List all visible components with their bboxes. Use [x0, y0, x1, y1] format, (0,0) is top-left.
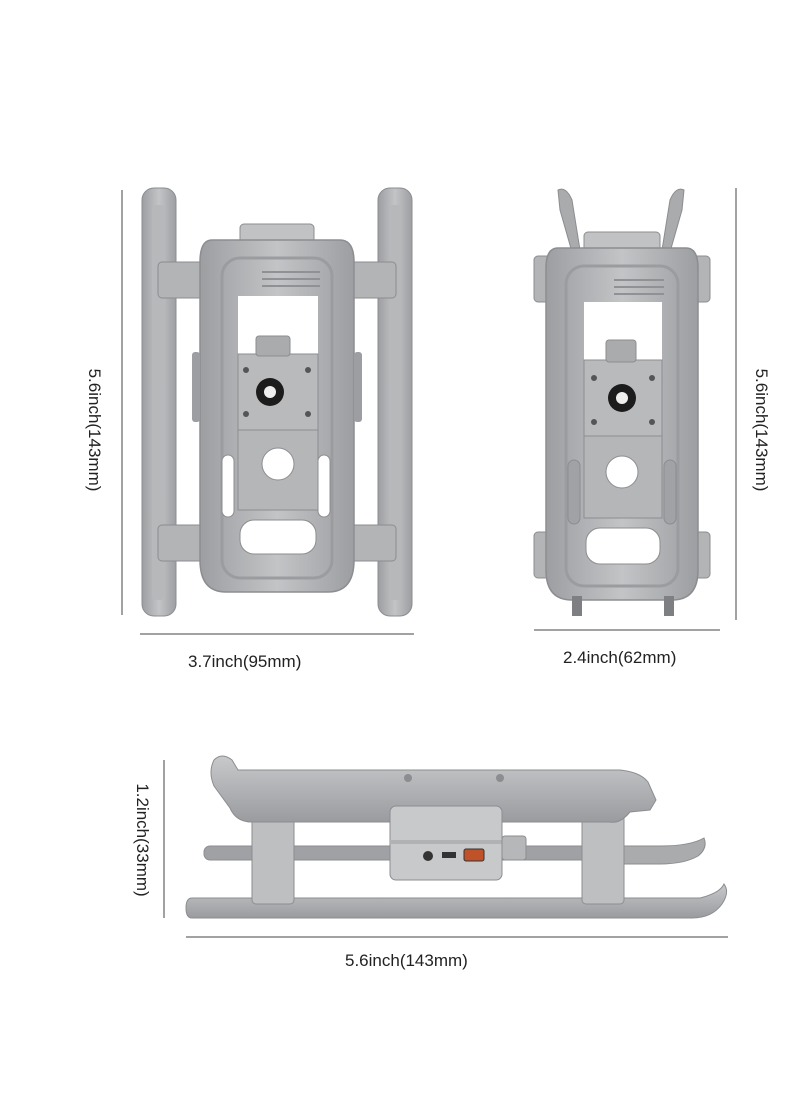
front-height-label: 5.6inch(143mm): [85, 368, 104, 492]
back-dimension-lines: [534, 188, 737, 631]
back-width-label: 2.4inch(62mm): [563, 648, 677, 667]
side-view: [185, 755, 728, 919]
front-view: [141, 187, 413, 617]
front-dimension-lines: [121, 190, 414, 635]
back-height-label: 5.6inch(143mm): [752, 368, 771, 492]
front-width-label: 3.7inch(95mm): [188, 652, 302, 671]
side-height-label: 1.2inch(33mm): [133, 783, 152, 897]
side-length-label: 5.6inch(143mm): [345, 951, 468, 970]
back-view: [533, 188, 711, 616]
side-dimension-lines: [163, 760, 728, 938]
